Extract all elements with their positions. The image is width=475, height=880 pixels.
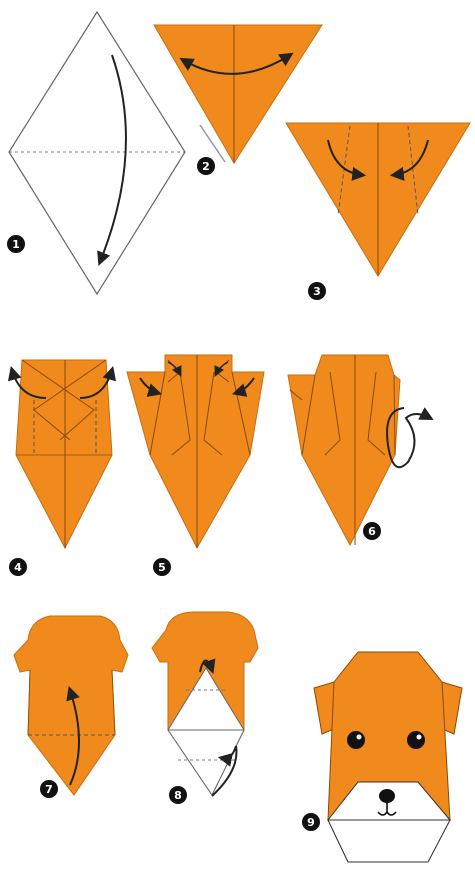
step-3-triangle (286, 123, 470, 276)
right-eye (407, 731, 425, 749)
step-badge-5: 5 (153, 558, 171, 576)
step-5-shape (127, 355, 264, 548)
step-number: 3 (313, 285, 321, 298)
step-number: 1 (12, 238, 20, 251)
step-1-square (9, 12, 185, 294)
step-number: 8 (174, 789, 182, 802)
step-number: 9 (307, 816, 315, 829)
step-number: 2 (202, 160, 210, 173)
step-number: 6 (368, 525, 376, 538)
step-badge-4: 4 (9, 558, 27, 576)
muzzle-bottom (328, 820, 450, 862)
step-badge-1: 1 (7, 235, 25, 253)
step-number: 4 (14, 561, 22, 574)
step-number: 5 (158, 561, 166, 574)
step-badge-2: 2 (197, 157, 215, 175)
step-badge-6: 6 (363, 522, 381, 540)
nose (379, 789, 395, 803)
step-9-bear-face (314, 652, 462, 862)
step-badge-3: 3 (308, 282, 326, 300)
step-4-shape (12, 360, 112, 548)
step-6-shape (288, 355, 430, 545)
left-eye (347, 731, 365, 749)
step-7-shape (14, 616, 128, 795)
step-number: 7 (45, 783, 53, 796)
step-badge-8: 8 (169, 786, 187, 804)
step-badge-9: 9 (302, 813, 320, 831)
step-badge-7: 7 (40, 780, 58, 798)
step-8-shape (152, 612, 258, 796)
